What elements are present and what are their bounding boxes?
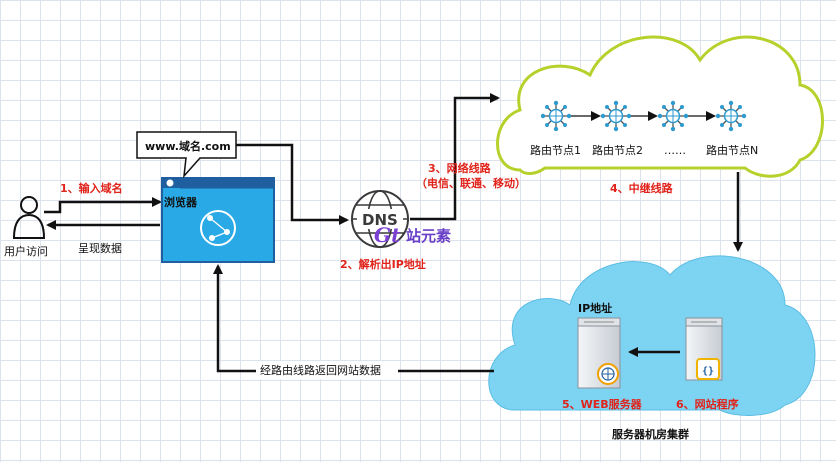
return-label-bg xyxy=(256,361,398,379)
ip-address-label: IP地址 xyxy=(578,301,612,315)
step-5-label: 5、WEB服务器 xyxy=(562,397,643,411)
return-path-label: 经路由线路返回网站数据 xyxy=(260,363,381,377)
user-label: 用户访问 xyxy=(4,244,48,258)
step-3-detail: （电信、联通、移动） xyxy=(416,176,526,190)
user-silhouette-icon xyxy=(12,196,46,239)
step-6-label: 6、网站程序 xyxy=(676,397,739,411)
route-node-label: 路由节点2 xyxy=(592,143,643,157)
browser-to-dns-arrow xyxy=(236,143,349,225)
watermark-text: 站元素 xyxy=(406,227,451,245)
server-cloud-title: 服务器机房集群 xyxy=(612,427,689,441)
url-callout-text: www.域名.com xyxy=(145,139,231,153)
step-3-title: 3、网络线路 xyxy=(428,161,492,175)
url-callout xyxy=(136,131,237,179)
step-1-label: 1、输入域名 xyxy=(60,181,123,195)
step-4-label: 4、中继线路 xyxy=(610,181,674,195)
route-cloud xyxy=(496,35,824,178)
router-node-icon xyxy=(600,100,632,132)
route-node-label: …… xyxy=(664,144,686,157)
input-domain-arrow xyxy=(44,197,162,214)
web-server-icon xyxy=(577,317,621,389)
return-data-arrow xyxy=(213,264,494,373)
dns-label: DNS xyxy=(362,211,398,229)
router-node-icon xyxy=(657,100,689,132)
router-nodes xyxy=(540,100,747,132)
app-server-icon: {} xyxy=(685,317,723,381)
route-node-label: 路由节点N xyxy=(706,143,758,157)
browser-label: 浏览器 xyxy=(164,195,198,209)
watermark-logo: Gt xyxy=(374,223,401,247)
svg-text:{}: {} xyxy=(702,366,714,377)
server-cloud xyxy=(488,255,816,416)
router-node-icon xyxy=(715,100,747,132)
router-node-icon xyxy=(540,100,572,132)
present-data-label: 呈现数据 xyxy=(78,241,122,255)
route-node-label: 路由节点1 xyxy=(530,143,581,157)
step-2-label: 2、解析出IP地址 xyxy=(340,257,426,271)
dns-globe-icon xyxy=(351,190,409,248)
browser-window-icon xyxy=(161,177,275,263)
dns-to-route-arrow xyxy=(410,93,500,221)
